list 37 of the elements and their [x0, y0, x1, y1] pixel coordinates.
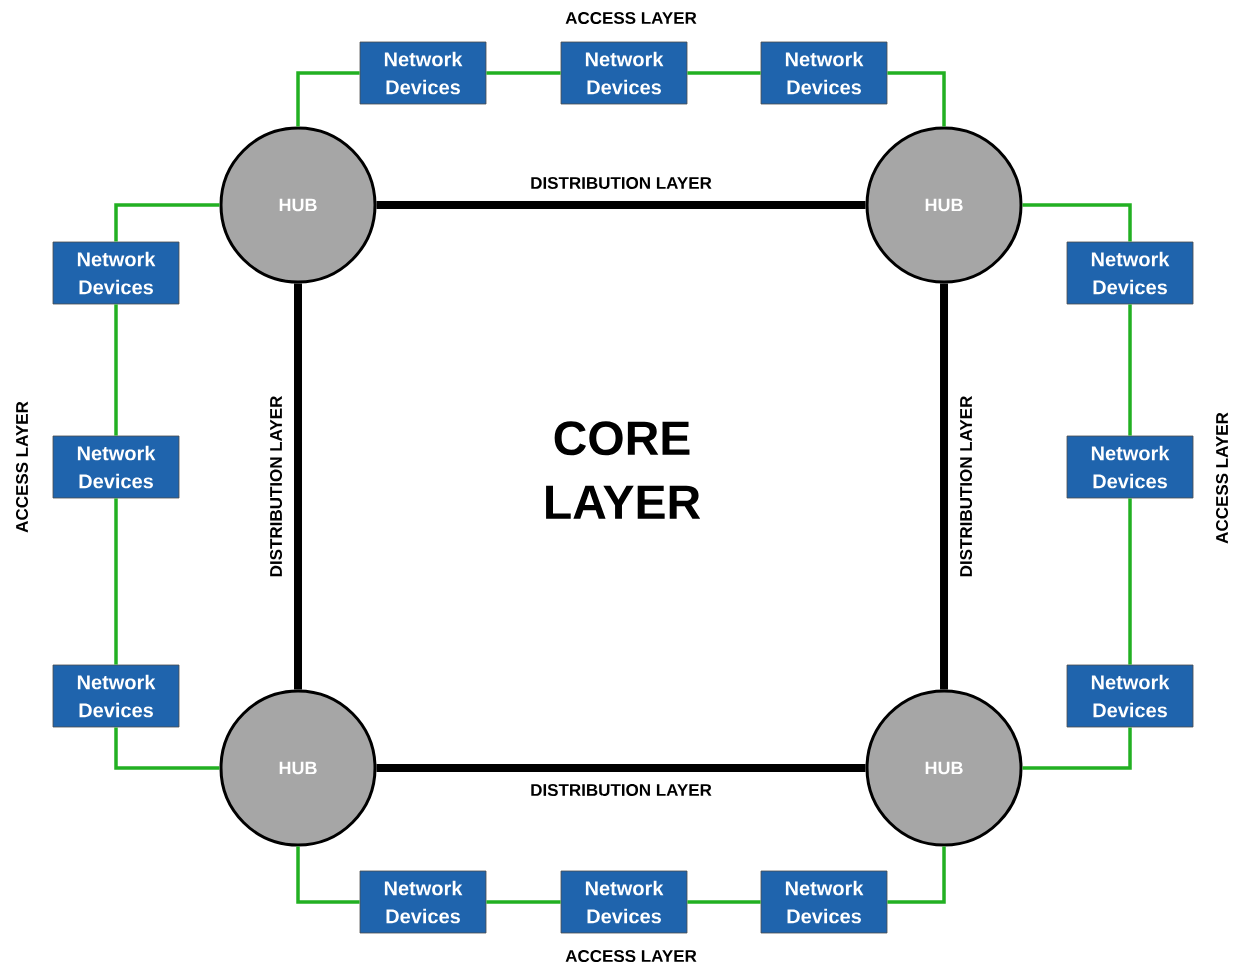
network-device-box: Network Devices	[1066, 664, 1194, 728]
network-device-box: Network Devices	[52, 435, 180, 499]
link-line	[114, 304, 118, 436]
network-device-box: Network Devices	[359, 41, 487, 105]
network-device-box: Network Devices	[52, 664, 180, 728]
link-line	[296, 846, 360, 904]
network-device-box: Network Devices	[760, 41, 888, 105]
network-device-box: Network Devices	[760, 870, 888, 934]
layer-label: ACCESS LAYER	[565, 12, 697, 24]
link-line	[887, 71, 946, 127]
link-line	[1128, 304, 1132, 436]
network-device-box: Network Devices	[359, 870, 487, 934]
network-device-box: Network Devices	[1066, 435, 1194, 499]
layer-label: ACCESS LAYER	[565, 950, 697, 963]
link-line	[1022, 727, 1132, 770]
layer-label: ACCESS LAYER	[16, 401, 29, 533]
layer-title: CORE LAYER	[546, 421, 701, 519]
link-line	[887, 846, 946, 904]
link-line	[687, 71, 761, 75]
link-line	[296, 71, 360, 127]
link-line	[1128, 498, 1132, 665]
edge-label: DISTRIBUTION LAYER	[960, 396, 973, 577]
network-device-box: Network Devices	[560, 870, 688, 934]
link-line	[114, 498, 118, 665]
network-device-box: Network Devices	[1066, 241, 1194, 305]
link-line	[114, 727, 220, 770]
link-line	[687, 900, 761, 904]
layer-label: ACCESS LAYER	[1216, 412, 1229, 544]
network-device-box: Network Devices	[560, 41, 688, 105]
network-device-box: Network Devices	[52, 241, 180, 305]
edge-label: DISTRIBUTION LAYER	[531, 784, 712, 797]
link-line	[114, 203, 220, 242]
link-line	[486, 900, 561, 904]
link-line	[1022, 203, 1132, 242]
edge-label: DISTRIBUTION LAYER	[531, 177, 712, 190]
link-line	[486, 71, 561, 75]
edge-label: DISTRIBUTION LAYER	[270, 396, 283, 577]
